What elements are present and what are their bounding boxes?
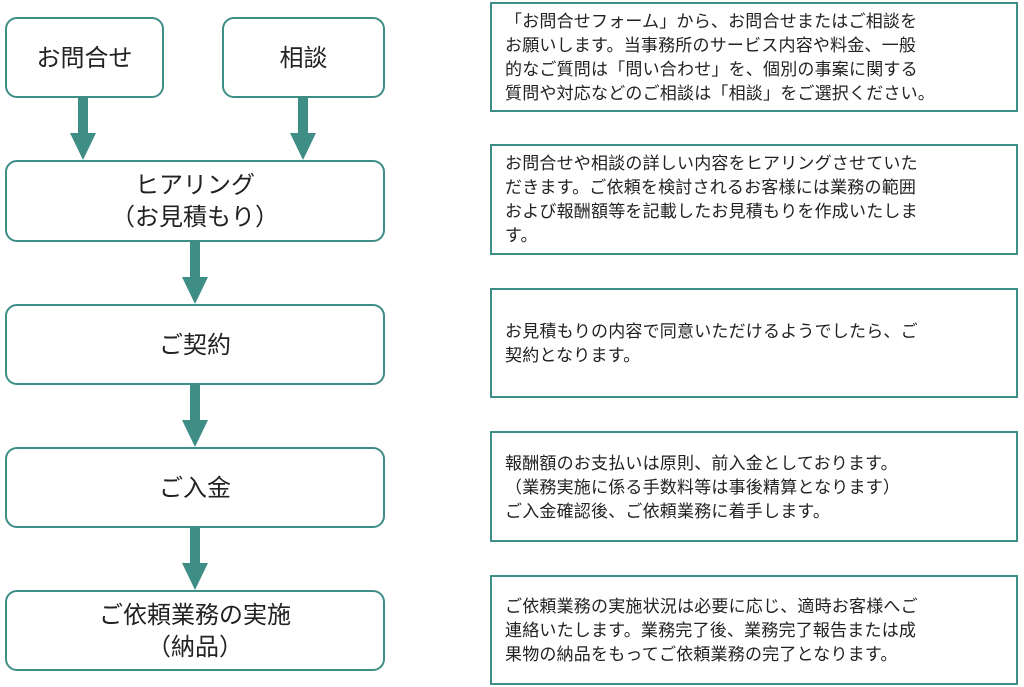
step-execution-label-line1: ご依頼業務の実施 bbox=[99, 600, 291, 629]
description-line: および報酬額等を記載したお見積もりを作成いたしま bbox=[505, 202, 918, 222]
description-line: 果物の納品をもってご依頼業務の完了となります。 bbox=[505, 645, 898, 665]
step-consult-label: 相談 bbox=[279, 43, 328, 72]
description-line: お問合せや相談の詳しい内容をヒアリングさせていた bbox=[505, 154, 918, 174]
description-inquiry: 「お問合せフォーム」から、お問合せまたはご相談を お願いします。当事務所のサービ… bbox=[490, 2, 1018, 112]
description-line: お見積もりの内容で同意いただけるようでしたら、ご bbox=[505, 322, 918, 342]
arrow-hearing-to-contract bbox=[182, 242, 208, 304]
description-line: 的なご質問は「問い合わせ」を、個別の事案に関する bbox=[505, 60, 918, 80]
description-hearing: お問合せや相談の詳しい内容をヒアリングさせていた だきます。ご依頼を検討されるお… bbox=[490, 144, 1018, 255]
arrow-consult-to-hearing bbox=[290, 98, 316, 160]
description-payment: 報酬額のお支払いは原則、前入金としております。 （業務実施に係る手数料等は事後精… bbox=[490, 431, 1018, 542]
description-line: お願いします。当事務所のサービス内容や料金、一般 bbox=[505, 36, 917, 56]
description-line: す。 bbox=[505, 226, 538, 246]
step-execution-label-line2: （納品） bbox=[147, 632, 243, 661]
step-hearing-label-line2: （お見積もり） bbox=[111, 203, 279, 231]
step-payment-label: ご入金 bbox=[159, 473, 231, 502]
arrow-inquiry-to-hearing bbox=[70, 98, 96, 160]
description-line: ご依頼業務の実施状況は必要に応じ、適時お客様へご bbox=[505, 597, 918, 617]
step-hearing-label-line1: ヒアリング bbox=[135, 171, 255, 199]
step-execution: ご依頼業務の実施 （納品） bbox=[5, 590, 385, 671]
description-contract: お見積もりの内容で同意いただけるようでしたら、ご 契約となります。 bbox=[490, 288, 1018, 398]
description-line: 「お問合せフォーム」から、お問合せまたはご相談を bbox=[505, 12, 918, 32]
step-hearing: ヒアリング （お見積もり） bbox=[5, 160, 385, 242]
description-line: 報酬額のお支払いは原則、前入金としております。 bbox=[505, 453, 898, 474]
step-payment: ご入金 bbox=[5, 447, 385, 528]
arrow-contract-to-payment bbox=[182, 385, 208, 447]
description-line: ご入金確認後、ご依頼業務に着手します。 bbox=[505, 501, 831, 522]
step-inquiry: お問合せ bbox=[5, 17, 164, 98]
description-execution: ご依頼業務の実施状況は必要に応じ、適時お客様へご 連絡いたします。業務完了後、業… bbox=[490, 575, 1018, 685]
arrow-payment-to-execution bbox=[182, 528, 208, 590]
step-inquiry-label: お問合せ bbox=[36, 43, 133, 72]
description-line: だきます。ご依頼を検討されるお客様には業務の範囲 bbox=[505, 178, 917, 198]
description-line: 質問や対応などのご相談は「相談」をご選択ください。 bbox=[505, 84, 935, 104]
description-line: （業務実施に係る手数料等は事後精算となります） bbox=[505, 477, 901, 498]
description-line: 連絡いたします。業務完了後、業務完了報告または成 bbox=[505, 621, 917, 641]
step-contract: ご契約 bbox=[5, 304, 385, 385]
step-contract-label: ご契約 bbox=[159, 330, 231, 359]
step-consult: 相談 bbox=[222, 17, 385, 98]
description-line: 契約となります。 bbox=[505, 346, 641, 366]
